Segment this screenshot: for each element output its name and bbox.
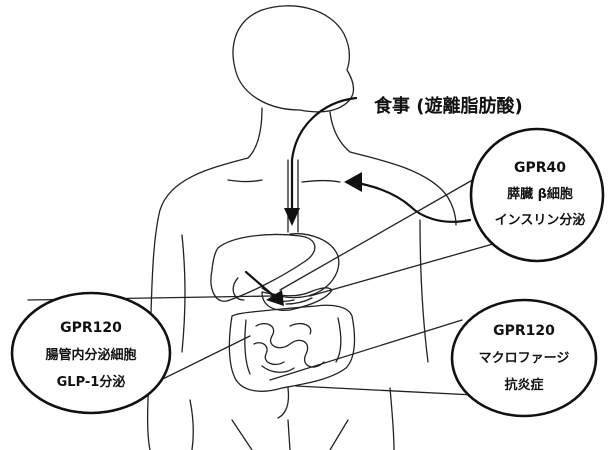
callout-line: GPR120: [493, 323, 555, 339]
callout-gpr120-intestine: GPR120 腸管内分泌細胞 GLP-1分泌: [12, 293, 170, 413]
callout-gpr40: GPR40 膵臓 β細胞 インスリン分泌: [471, 129, 603, 261]
callout-line: GPR40: [514, 160, 566, 176]
human-body-outline: [148, 6, 456, 450]
gpr40-connector-upper: [280, 170, 490, 290]
callout-line: GLP-1分泌: [57, 374, 126, 390]
callout-gpr120-macrophage: GPR120 マクロファージ 抗炎症: [452, 300, 596, 416]
gpr120-macrophage-connector-upper: [270, 320, 462, 380]
gpr40-arrow: [344, 172, 470, 222]
food-arrow: [284, 98, 356, 226]
callout-line: マクロファージ: [479, 351, 570, 366]
food-label: 食事 (遊離脂肪酸): [373, 95, 523, 117]
callout-line: GPR120: [60, 320, 122, 336]
callout-line: インスリン分泌: [495, 212, 586, 228]
callout-line: 抗炎症: [504, 377, 543, 393]
callout-line: 膵臓 β細胞: [507, 186, 573, 202]
callout-line: 腸管内分泌細胞: [45, 347, 136, 363]
